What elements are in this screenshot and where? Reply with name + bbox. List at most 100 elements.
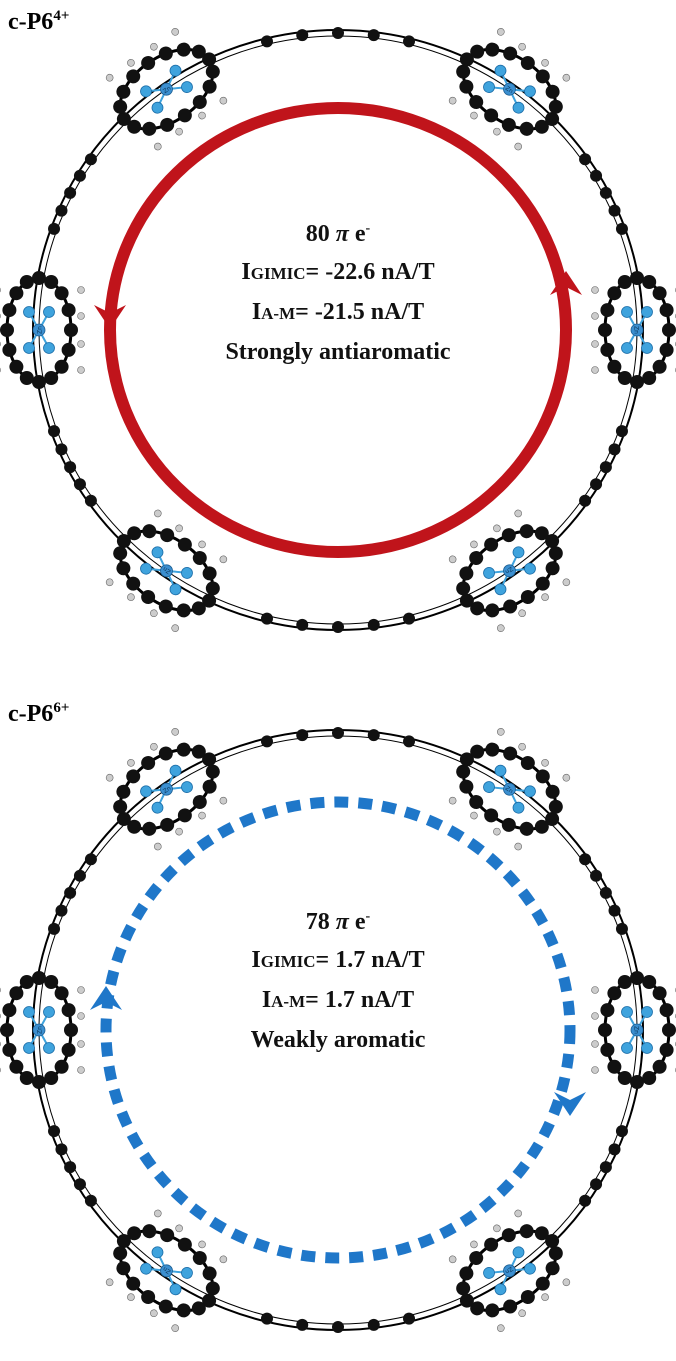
nitrogen-atom bbox=[43, 306, 55, 318]
carbon-atom bbox=[469, 550, 484, 565]
carbon-atom bbox=[545, 112, 560, 127]
zinc-atom bbox=[160, 782, 173, 796]
carbon-atom bbox=[54, 1059, 69, 1074]
zinc-atom bbox=[503, 1264, 516, 1278]
alkyne-carbon-atom bbox=[590, 478, 603, 491]
hydrogen-atom bbox=[127, 593, 135, 601]
carbon-atom bbox=[600, 342, 615, 357]
carbon-atom bbox=[64, 323, 78, 337]
hydrogen-atom bbox=[497, 624, 505, 632]
nitrogen-atom bbox=[512, 801, 525, 814]
nitrogen-atom bbox=[169, 64, 182, 77]
carbon-atom bbox=[160, 117, 175, 132]
nitrogen-atom bbox=[494, 583, 507, 596]
aromaticity-verdict: Weakly aromatic bbox=[250, 1027, 426, 1053]
hydrogen-atom bbox=[514, 142, 522, 151]
carbon-atom bbox=[19, 371, 34, 385]
hydrogen-atom bbox=[198, 540, 206, 549]
carbon-atom bbox=[19, 1071, 34, 1085]
carbon-atom bbox=[598, 1023, 612, 1037]
current-arrowhead-right bbox=[554, 1092, 586, 1116]
carbon-atom bbox=[642, 371, 657, 385]
alkyne-carbon-atom bbox=[579, 153, 592, 166]
carbon-atom bbox=[459, 752, 474, 767]
carbon-atom bbox=[176, 742, 191, 757]
nitrogen-atom bbox=[43, 342, 55, 354]
carbon-atom bbox=[548, 546, 563, 561]
hydrogen-atom bbox=[77, 1066, 85, 1074]
alkyne-carbon-atom bbox=[367, 1318, 380, 1331]
carbon-atom bbox=[545, 84, 560, 99]
hydrogen-atom bbox=[219, 96, 228, 105]
hydrogen-atom bbox=[541, 1293, 549, 1301]
carbon-atom bbox=[459, 1266, 474, 1281]
carbon-atom bbox=[116, 561, 131, 576]
zinc-label: Zn bbox=[37, 326, 44, 334]
current-arrowhead-left bbox=[94, 305, 126, 329]
hydrogen-atom bbox=[171, 728, 179, 736]
carbon-atom bbox=[116, 533, 131, 548]
carbon-atom bbox=[485, 603, 500, 618]
carbon-atom bbox=[116, 1261, 131, 1276]
zinc-label: Zn bbox=[162, 85, 173, 95]
am-current: IA-M= -21.5 nA/T bbox=[251, 299, 425, 325]
nitrogen-atom bbox=[494, 64, 507, 77]
hydrogen-atom bbox=[150, 1309, 158, 1318]
carbon-atom bbox=[600, 1003, 615, 1018]
nitrogen-atom bbox=[140, 785, 152, 798]
zn-porphyrin-unit: Zn bbox=[448, 1209, 571, 1332]
hydrogen-atom bbox=[175, 127, 183, 136]
nitrogen-atom bbox=[641, 1006, 653, 1018]
carbon-atom bbox=[598, 323, 612, 337]
hydrogen-atom bbox=[171, 1324, 179, 1332]
carbon-atom bbox=[141, 55, 156, 70]
carbon-atom bbox=[642, 275, 657, 289]
nitrogen-atom bbox=[151, 546, 164, 559]
carbon-atom bbox=[548, 799, 563, 814]
carbon-atom bbox=[503, 599, 518, 614]
carbon-atom bbox=[191, 744, 206, 759]
ring-current-loop bbox=[100, 796, 576, 1264]
carbon-atom bbox=[141, 590, 156, 605]
nitrogen-atom bbox=[169, 764, 182, 777]
carbon-atom bbox=[202, 1293, 217, 1308]
nitrogen-atom bbox=[483, 781, 495, 793]
nitrogen-atom bbox=[483, 567, 495, 579]
carbon-atom bbox=[126, 69, 141, 84]
species-label: c-P66+ bbox=[8, 700, 70, 727]
alkyne-carbon-atom bbox=[403, 612, 416, 625]
alkyne-carbon-atom bbox=[84, 853, 97, 866]
hydrogen-atom bbox=[77, 286, 85, 294]
carbon-atom bbox=[158, 599, 173, 614]
alkyne-carbon-atom bbox=[73, 478, 86, 491]
alkyne-carbon-atom bbox=[608, 204, 621, 217]
carbon-atom bbox=[116, 112, 131, 127]
zinc-atom bbox=[503, 564, 516, 578]
hydrogen-atom bbox=[198, 1240, 206, 1249]
alkyne-carbon-atom bbox=[48, 922, 61, 935]
carbon-atom bbox=[176, 42, 191, 57]
carbon-atom bbox=[32, 971, 46, 985]
carbon-atom bbox=[459, 779, 474, 794]
nitrogen-atom bbox=[494, 764, 507, 777]
pi-electron-count: 80 π e- bbox=[305, 221, 371, 247]
hydrogen-atom bbox=[541, 59, 549, 67]
alkyne-carbon-atom bbox=[608, 904, 621, 917]
hydrogen-atom bbox=[448, 96, 457, 105]
carbon-atom bbox=[519, 1224, 534, 1239]
carbon-atom bbox=[459, 1293, 474, 1308]
carbon-atom bbox=[535, 1276, 550, 1291]
carbon-atom bbox=[501, 117, 516, 132]
nitrogen-atom bbox=[524, 85, 536, 98]
hydrogen-atom bbox=[0, 312, 1, 320]
hydrogen-atom bbox=[77, 340, 85, 348]
carbon-atom bbox=[652, 359, 667, 374]
alkyne-carbon-atom bbox=[367, 29, 380, 42]
carbon-atom bbox=[177, 1237, 192, 1252]
aromaticity-summary: 80 π e- IGIMIC= -22.6 nA/T IA-M= -21.5 n… bbox=[0, 210, 676, 371]
zinc-label: Zn bbox=[162, 1265, 173, 1275]
carbon-atom bbox=[32, 1075, 46, 1089]
zinc-atom bbox=[503, 782, 516, 796]
zinc-label: Zn bbox=[633, 1026, 640, 1034]
